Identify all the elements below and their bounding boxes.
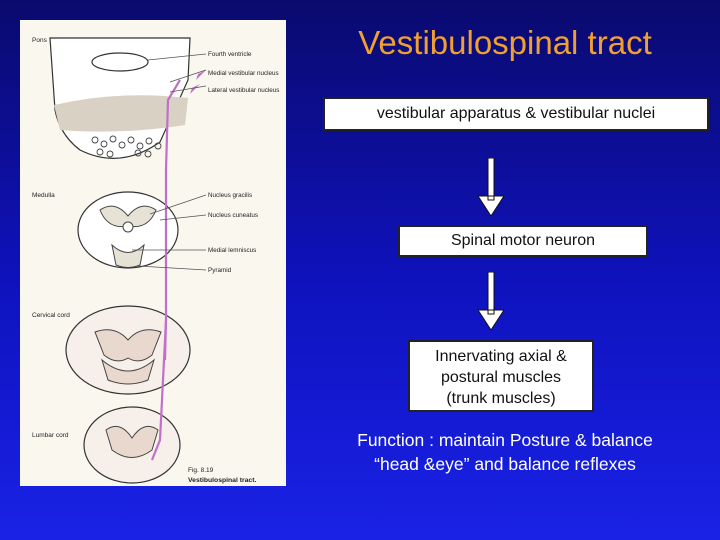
cervical-cord-section [65, 305, 191, 395]
region-label: Pons [32, 37, 48, 44]
structure-label: Pyramid [208, 267, 232, 274]
structure-labels: Fourth ventricle Medial vestibular nucle… [208, 51, 279, 274]
structure-label: Medial lemniscus [208, 247, 256, 254]
down-arrow-icon [478, 158, 504, 216]
caption-title: Vestibulospinal tract. [188, 477, 256, 484]
figure-caption: Fig. 8.19 Vestibulospinal tract. [188, 467, 256, 484]
neuroanatomy-figure: Pons Medulla Cervical cord Lumbar cord F… [20, 20, 286, 486]
target-line: postural muscles [440, 369, 562, 386]
structure-label: Medial vestibular nucleus [208, 70, 279, 77]
caption-figure-number: Fig. 8.19 [188, 467, 214, 474]
region-label: Lumbar cord [32, 432, 69, 439]
spinal-motor-neuron-box: Spinal motor neuron [398, 225, 648, 257]
lumbar-cord-section [83, 406, 181, 484]
function-line: Function : maintain Posture & balance [357, 430, 653, 450]
structure-label: Lateral vestibular nucleus [208, 87, 279, 94]
tract-arrowheads [190, 70, 206, 94]
function-description: Function : maintain Posture & balance “h… [320, 428, 690, 476]
fourth-ventricle-shape [91, 52, 149, 72]
target-line: Innervating axial & [435, 348, 567, 365]
medulla-section [77, 191, 179, 269]
target-muscles-box: Innervating axial & postural muscles (tr… [408, 340, 594, 412]
pons-section [49, 37, 191, 159]
function-line: “head &eye” and balance reflexes [374, 454, 636, 474]
structure-label: Nucleus gracilis [208, 192, 252, 199]
vestibulospinal-diagram: Pons Medulla Cervical cord Lumbar cord F… [32, 37, 279, 484]
down-arrow-icon [478, 272, 504, 330]
structure-label: Fourth ventricle [208, 51, 252, 58]
vestibulospinal-tract-pathway [150, 79, 181, 461]
structure-label: Nucleus cuneatus [208, 212, 258, 219]
label-leader-lines [132, 53, 207, 271]
region-labels: Pons Medulla Cervical cord Lumbar cord [32, 37, 70, 439]
region-label: Medulla [32, 192, 55, 199]
target-line: (trunk muscles) [446, 390, 556, 407]
slide-title: Vestibulospinal tract [358, 24, 652, 61]
source-box: vestibular apparatus & vestibular nuclei [323, 97, 709, 131]
region-label: Cervical cord [32, 312, 70, 319]
